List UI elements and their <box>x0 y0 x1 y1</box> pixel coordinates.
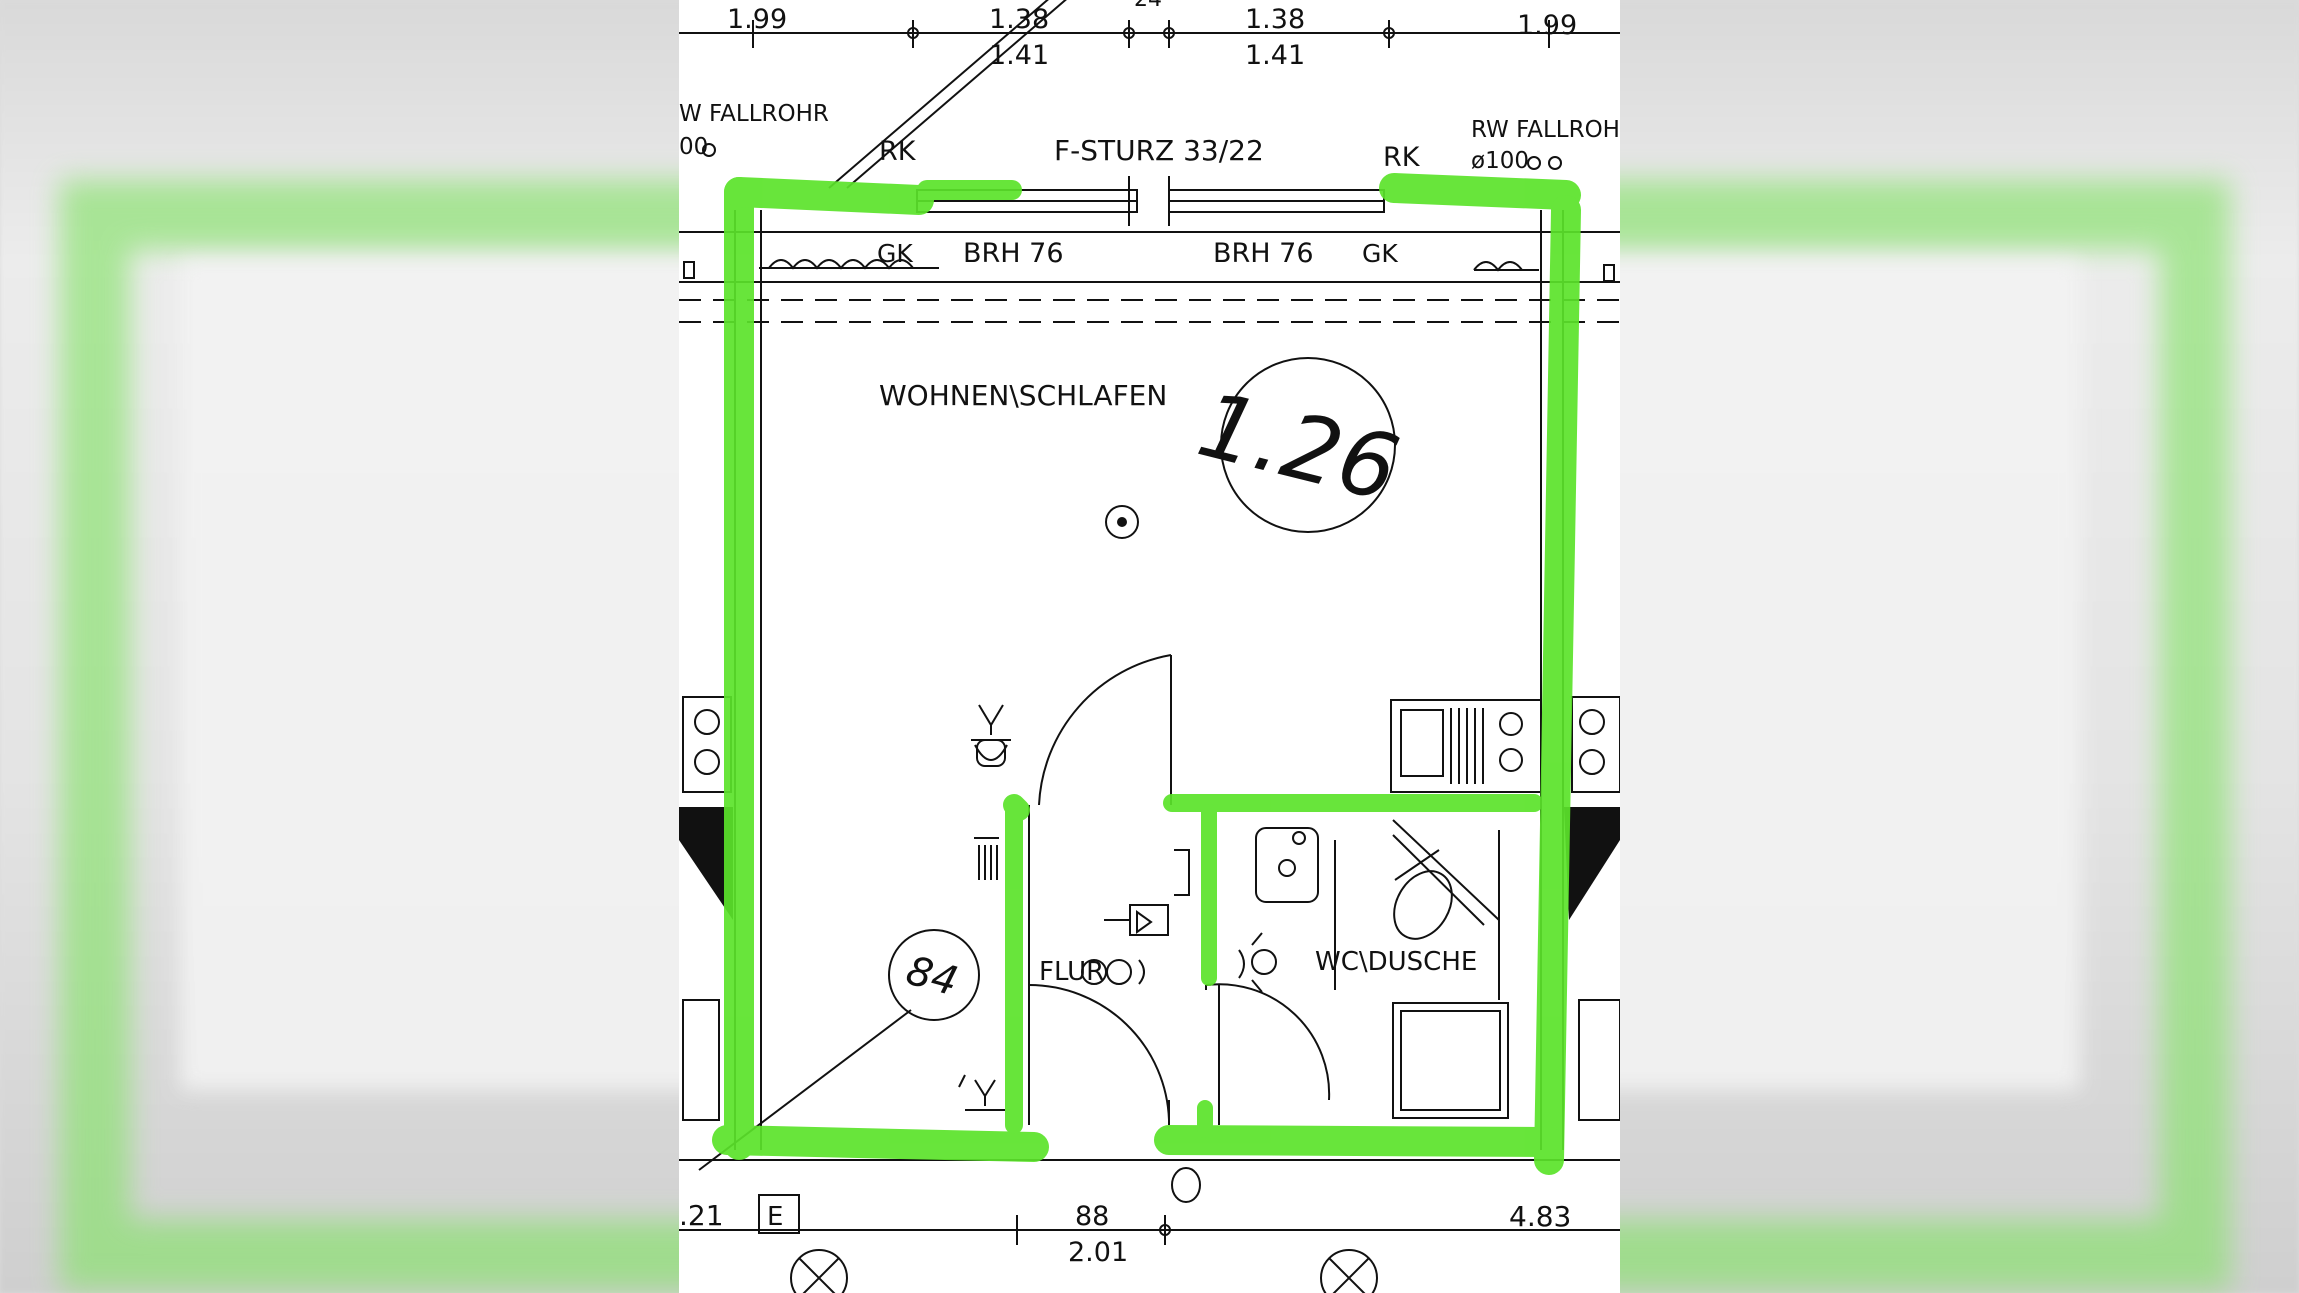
ceiling-light-center <box>1117 517 1127 527</box>
entrance-door <box>1028 654 1172 1125</box>
fallrohr-right-icon-2 <box>1548 156 1562 170</box>
fallrohr-right-size: ø100 <box>1471 148 1529 174</box>
interior-wall-lines <box>679 210 1620 1161</box>
fallrohr-right-icon <box>1527 156 1541 170</box>
ceiling-light-icon <box>1105 505 1139 539</box>
dim-top-1: 1.99 <box>727 4 787 35</box>
floor-plan: 1.99 1.38 1.41 24 1.38 1.41 1.99 W FALLR… <box>679 0 1620 1293</box>
dim-top-7: 1.99 <box>1517 10 1577 41</box>
brh-left-label: BRH 76 <box>963 238 1064 269</box>
fallrohr-left-icon <box>702 143 716 157</box>
dim-top-3: 1.41 <box>989 40 1049 71</box>
room-number-circle <box>1220 357 1396 533</box>
exterior-wall-lines <box>679 231 1620 323</box>
radiator-left <box>683 259 939 279</box>
dim-bottom-201: 2.01 <box>1068 1237 1128 1268</box>
fixture-left <box>682 696 732 1121</box>
label-e: E <box>767 1202 783 1232</box>
fixture-right <box>1571 696 1620 1121</box>
rk-right-label: RK <box>1383 142 1421 173</box>
radiator-right <box>1473 261 1615 282</box>
dim-bottom-left: .21 <box>679 1199 724 1232</box>
floor-plan-drawing: 1.99 1.38 1.41 24 1.38 1.41 1.99 W FALLR… <box>679 0 1620 1293</box>
switch-symbols <box>958 704 1277 1111</box>
area-number: 84 <box>901 948 962 1006</box>
bath-fixtures <box>1255 819 1509 1119</box>
room-number: 1.26 <box>1188 372 1408 522</box>
bath-door <box>1205 983 1331 1125</box>
room-label-living: WOHNEN\SCHLAFEN <box>879 379 1167 412</box>
fallrohr-left-label: W FALLROHR <box>679 101 829 127</box>
rk-left-label: RK <box>879 136 917 167</box>
room-label-bath: WC\DUSCHE <box>1315 947 1477 977</box>
dimension-line-bottom <box>679 1167 1620 1293</box>
brh-right-label: BRH 76 <box>1213 238 1314 269</box>
window-frames <box>916 176 1385 226</box>
dim-bottom-88: 88 <box>1075 1201 1109 1232</box>
highlighted-walls <box>712 173 1581 1175</box>
fallrohr-right-label: RW FALLROHR <box>1471 117 1620 143</box>
dim-top-6: 1.41 <box>1245 40 1305 71</box>
dim-bottom-right: 4.83 <box>1509 1200 1571 1233</box>
area-circle <box>888 929 980 1021</box>
room-label-flur: FLUR <box>1039 957 1104 987</box>
stair-block-right <box>1564 807 1620 920</box>
sturz-label: F-STURZ 33/22 <box>1054 134 1264 167</box>
dimension-line-top <box>679 20 1620 48</box>
dim-top-5: 1.38 <box>1245 4 1305 35</box>
gk-right-label: GK <box>1362 239 1398 268</box>
dim-top-4: 24 <box>1134 0 1162 12</box>
roof-diagonal <box>828 0 1067 189</box>
kitchen-unit <box>1390 699 1542 793</box>
dim-top-2: 1.38 <box>989 4 1049 35</box>
stair-block-left <box>679 807 733 920</box>
